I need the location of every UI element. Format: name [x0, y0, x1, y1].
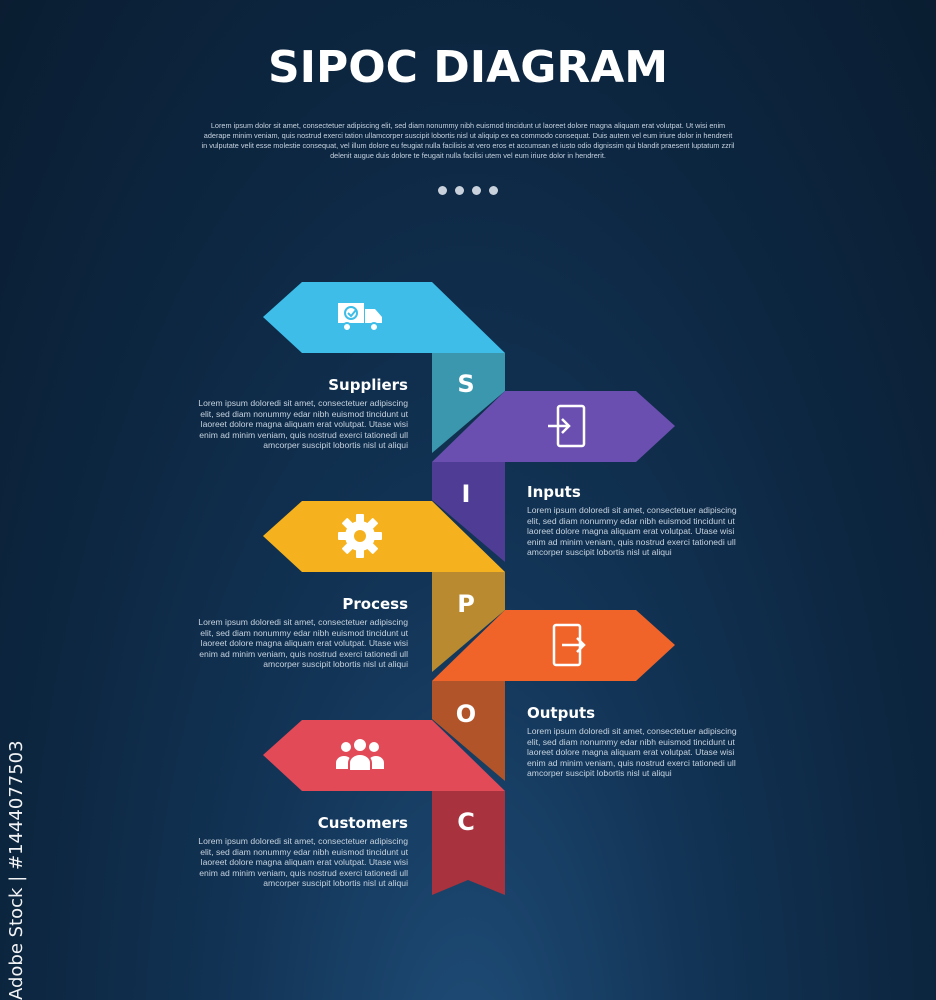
- step-heading-suppliers: Suppliers: [328, 376, 408, 394]
- dot: [455, 186, 464, 195]
- step-letter-i: I: [461, 480, 471, 508]
- sign-in-icon: [548, 404, 586, 448]
- step-description-customers: Lorem ipsum doloredi sit amet, consectet…: [198, 836, 408, 889]
- step-letter-o: O: [455, 700, 477, 728]
- dot: [489, 186, 498, 195]
- intro-description: Lorem ipsum dolor sit amet, consectetuer…: [201, 121, 735, 160]
- watermark: Adobe Stock | #1444077503: [6, 740, 27, 1000]
- ribbon-arrow-process: [263, 501, 505, 572]
- step-heading-inputs: Inputs: [527, 483, 581, 501]
- step-letter-p: P: [457, 590, 475, 618]
- dot: [438, 186, 447, 195]
- step-shapes: [263, 282, 675, 895]
- ribbon-arrow-customers: [263, 720, 505, 791]
- ribbon-fold-inputs: [432, 462, 505, 562]
- delivery-truck-icon: [338, 303, 382, 332]
- step-heading-outputs: Outputs: [527, 704, 596, 722]
- step-description-process: Lorem ipsum doloredi sit amet, consectet…: [198, 617, 408, 670]
- ribbon-fold-process: [432, 572, 505, 672]
- dot: [472, 186, 481, 195]
- step-letter-s: S: [457, 370, 475, 398]
- ribbon-arrow-suppliers: [263, 282, 505, 353]
- pagination-dots: [438, 186, 498, 195]
- step-heading-customers: Customers: [317, 814, 408, 832]
- step-description-suppliers: Lorem ipsum doloredi sit amet, consectet…: [198, 398, 408, 451]
- step-description-inputs: Lorem ipsum doloredi sit amet, consectet…: [527, 505, 737, 558]
- ribbon-tail-customers: [432, 791, 505, 895]
- ribbon-fold-suppliers: [432, 353, 505, 453]
- sign-out-icon: [552, 623, 586, 667]
- ribbon-fold-outputs: [432, 681, 505, 781]
- step-letter-c: C: [457, 808, 475, 836]
- step-heading-process: Process: [342, 595, 408, 613]
- users-group-icon: [336, 737, 384, 772]
- page-title: SIPOC DIAGRAM: [267, 42, 669, 93]
- step-description-outputs: Lorem ipsum doloredi sit amet, consectet…: [527, 726, 737, 779]
- gear-icon: [338, 514, 382, 558]
